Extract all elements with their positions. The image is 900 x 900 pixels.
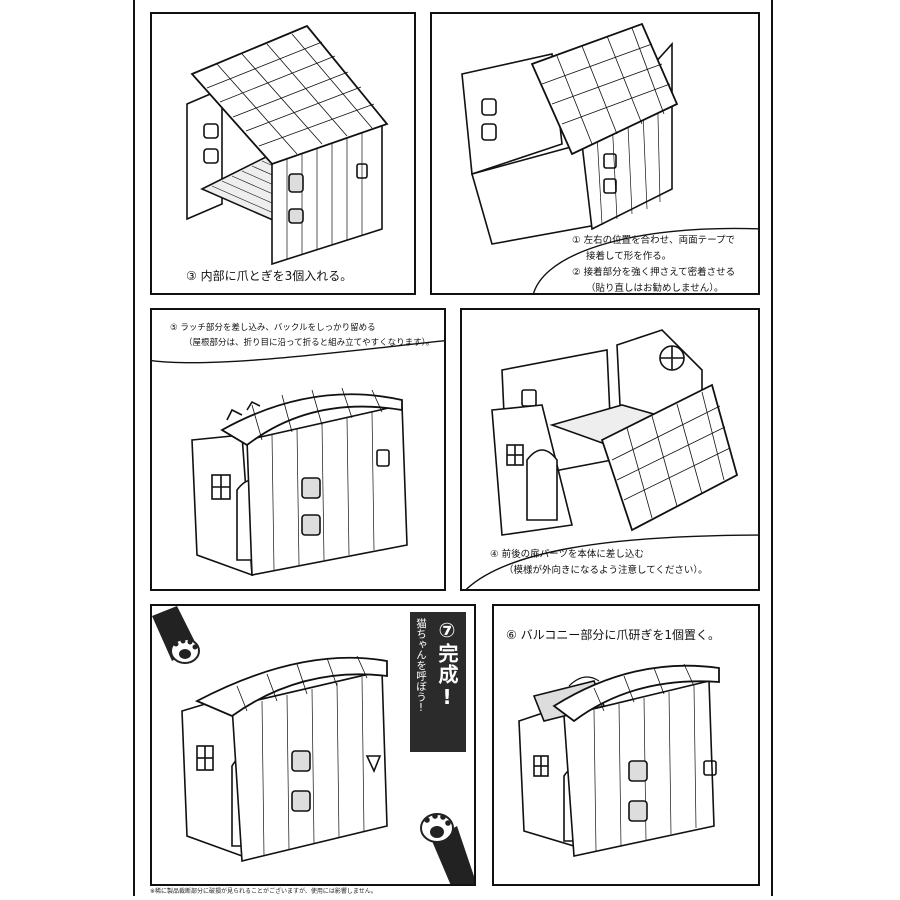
completion-label: ⑦完成! 猫ちゃんを呼ぼう!	[410, 612, 466, 752]
panel-step-1-2	[430, 12, 760, 295]
cat-house-assembly-illustration	[461, 22, 758, 293]
step-2-caption-line2: （貼り直しはお勧めしません）。	[586, 283, 724, 294]
step-5-caption: ⑤ ラッチ部分を差し込み、バックルをしっかり留める	[170, 323, 376, 333]
step-2-caption: ② 接着部分を強く押さえて密着させる	[572, 267, 736, 278]
cat-house-door-illustration	[465, 329, 758, 589]
panel-step-4	[460, 308, 760, 591]
completion-title: ⑦完成!	[435, 618, 459, 710]
step-4-caption: ④ 前後の扉パーツを本体に差し込む	[490, 549, 644, 560]
step-6-caption: ⑥ バルコニー部分に爪研ぎを1個置く。	[506, 628, 720, 642]
cat-paw-icon	[420, 813, 474, 884]
completion-subtitle: 猫ちゃんを呼ぼう!	[415, 618, 427, 714]
cat-house-illustration	[186, 24, 389, 266]
completed-cat-house-illustration	[152, 606, 474, 884]
panel-step-5	[150, 308, 446, 591]
cat-paw-icon	[152, 606, 200, 664]
step-3-caption: ③ 内部に爪とぎを3個入れる。	[186, 269, 353, 283]
panel-step-6	[492, 604, 760, 886]
step-4-caption-line2: （模様が外向きになるよう注意してください）。	[504, 565, 708, 576]
instruction-sheet	[133, 0, 773, 896]
panel-step-3	[150, 12, 416, 295]
step-1-caption: ① 左右の位置を合わせ、両面テープで	[572, 235, 735, 246]
footnote: ※稀に製品裁断部分に破損が見られることがございますが、使用には影響しません。	[150, 888, 377, 895]
step-5-caption-line2: （屋根部分は、折り目に沿って折ると組み立てやすくなります）。	[184, 338, 435, 348]
cat-house-balcony-illustration	[518, 663, 720, 857]
step-1-caption-line2: 接着して形を作る。	[586, 251, 672, 262]
cat-house-latch-illustration	[152, 310, 444, 577]
